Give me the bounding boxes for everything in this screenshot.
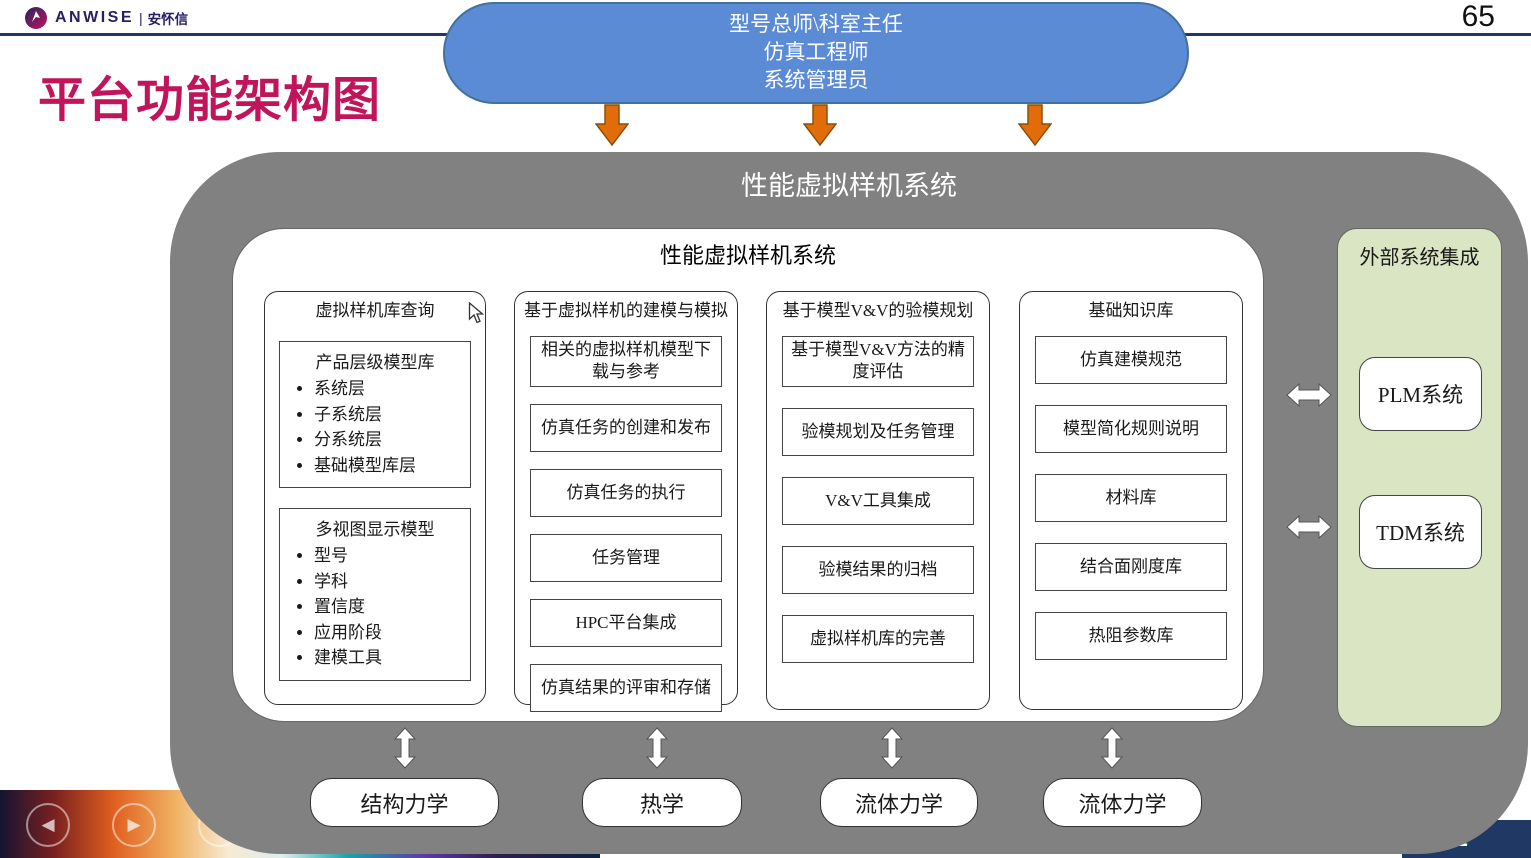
function-box: 验模结果的归档 xyxy=(782,545,974,594)
column-header: 基于虚拟样机的建模与模拟 xyxy=(524,301,728,320)
double-arrow-horizontal-icon xyxy=(1286,382,1332,408)
column-knowledge-base: 基础知识库 仿真建模规范 模型简化规则说明 材料库 结合面刚度库 热阻参数库 xyxy=(1019,291,1243,710)
multiview-group: 多视图显示模型 型号 学科 置信度 应用阶段 建模工具 xyxy=(279,508,471,681)
external-panel-title: 外部系统集成 xyxy=(1359,247,1480,269)
discipline-box-structural: 结构力学 xyxy=(310,778,499,827)
function-box: 相关的虚拟样机模型下载与参考 xyxy=(530,336,722,387)
function-box: 结合面刚度库 xyxy=(1035,543,1227,592)
function-box: 材料库 xyxy=(1035,474,1227,523)
bullet-item: 分系统层 xyxy=(314,427,466,453)
tdm-system-box: TDM系统 xyxy=(1359,495,1482,569)
group-title: 多视图显示模型 xyxy=(315,520,435,540)
next-icon: ▶ xyxy=(112,803,156,847)
column-vv-planning: 基于模型V&V的验模规划 基于模型V&V方法的精度评估 验模规划及任务管理 V&… xyxy=(766,291,990,710)
bullet-item: 建模工具 xyxy=(314,645,466,671)
function-box: 任务管理 xyxy=(530,533,722,582)
function-box: 基于模型V&V方法的精度评估 xyxy=(782,336,974,387)
down-arrow-icon xyxy=(595,104,629,146)
double-arrow-vertical-icon xyxy=(881,727,903,769)
role-line: 型号总师\科室主任 xyxy=(729,12,903,37)
function-box: 虚拟样机库的完善 xyxy=(782,614,974,663)
column-vp-library-query: 虚拟样机库查询 产品层级模型库 系统层 子系统层 分系统层 基础模型库层 多视图… xyxy=(264,291,486,705)
function-box: HPC平台集成 xyxy=(530,598,722,647)
function-box: 验模规划及任务管理 xyxy=(782,407,974,456)
down-arrow-icon xyxy=(803,104,837,146)
function-box: 仿真任务的执行 xyxy=(530,468,722,517)
anwise-logo-icon xyxy=(25,7,47,29)
role-line: 仿真工程师 xyxy=(763,40,869,65)
external-systems-panel: 外部系统集成 PLM系统 TDM系统 xyxy=(1337,228,1502,727)
down-arrow-icon xyxy=(1018,104,1052,146)
double-arrow-horizontal-icon xyxy=(1286,514,1332,540)
double-arrow-vertical-icon xyxy=(646,727,668,769)
logo-text-en: ANWISE xyxy=(55,9,134,26)
group-title: 产品层级模型库 xyxy=(315,353,435,373)
discipline-box-fluid-1: 流体力学 xyxy=(820,778,978,827)
page-number: 65 xyxy=(1461,0,1495,33)
column-header: 基于模型V&V的验模规划 xyxy=(782,301,974,320)
inner-panel-title: 性能虚拟样机系统 xyxy=(659,243,836,268)
function-box: 热阻参数库 xyxy=(1035,612,1227,661)
bullet-item: 系统层 xyxy=(314,376,466,402)
system-panel-title: 性能虚拟样机系统 xyxy=(741,171,957,201)
plm-system-box: PLM系统 xyxy=(1359,357,1482,431)
function-box: 模型简化规则说明 xyxy=(1035,405,1227,454)
column-modeling-simulation: 基于虚拟样机的建模与模拟 相关的虚拟样机模型下载与参考 仿真任务的创建和发布 仿… xyxy=(514,291,738,712)
prev-icon: ◀ xyxy=(26,803,70,847)
discipline-box-thermal: 热学 xyxy=(582,778,742,827)
bullet-item: 置信度 xyxy=(314,594,466,620)
double-arrow-vertical-icon xyxy=(394,727,416,769)
role-line: 系统管理员 xyxy=(763,67,869,92)
bullet-list: 系统层 子系统层 分系统层 基础模型库层 xyxy=(284,376,466,478)
logo-separator: | xyxy=(139,10,143,26)
function-box: 仿真结果的评审和存储 xyxy=(530,663,722,712)
bullet-item: 基础模型库层 xyxy=(314,453,466,479)
anwise-logo: ANWISE | 安怀信 xyxy=(24,6,188,30)
function-box: 仿真建模规范 xyxy=(1035,336,1227,385)
mouse-cursor-icon xyxy=(468,302,485,324)
page-title: 平台功能架构图 xyxy=(38,74,382,127)
model-library-group: 产品层级模型库 系统层 子系统层 分系统层 基础模型库层 xyxy=(279,341,471,489)
discipline-box-fluid-2: 流体力学 xyxy=(1043,778,1202,827)
roles-capsule: 型号总师\科室主任 仿真工程师 系统管理员 xyxy=(443,2,1189,104)
inner-panel: 性能虚拟样机系统 虚拟样机库查询 产品层级模型库 系统层 子系统层 分系统层 基… xyxy=(232,228,1264,722)
bullet-item: 学科 xyxy=(314,569,466,595)
logo-text-cn: 安怀信 xyxy=(147,12,189,27)
function-box: 仿真任务的创建和发布 xyxy=(530,403,722,452)
bullet-item: 型号 xyxy=(314,543,466,569)
double-arrow-vertical-icon xyxy=(1101,727,1123,769)
bullet-item: 应用阶段 xyxy=(314,620,466,646)
function-box: V&V工具集成 xyxy=(782,476,974,525)
column-header: 虚拟样机库查询 xyxy=(315,301,435,320)
column-header: 基础知识库 xyxy=(1088,301,1174,320)
bullet-list: 型号 学科 置信度 应用阶段 建模工具 xyxy=(284,543,466,671)
bullet-item: 子系统层 xyxy=(314,402,466,428)
